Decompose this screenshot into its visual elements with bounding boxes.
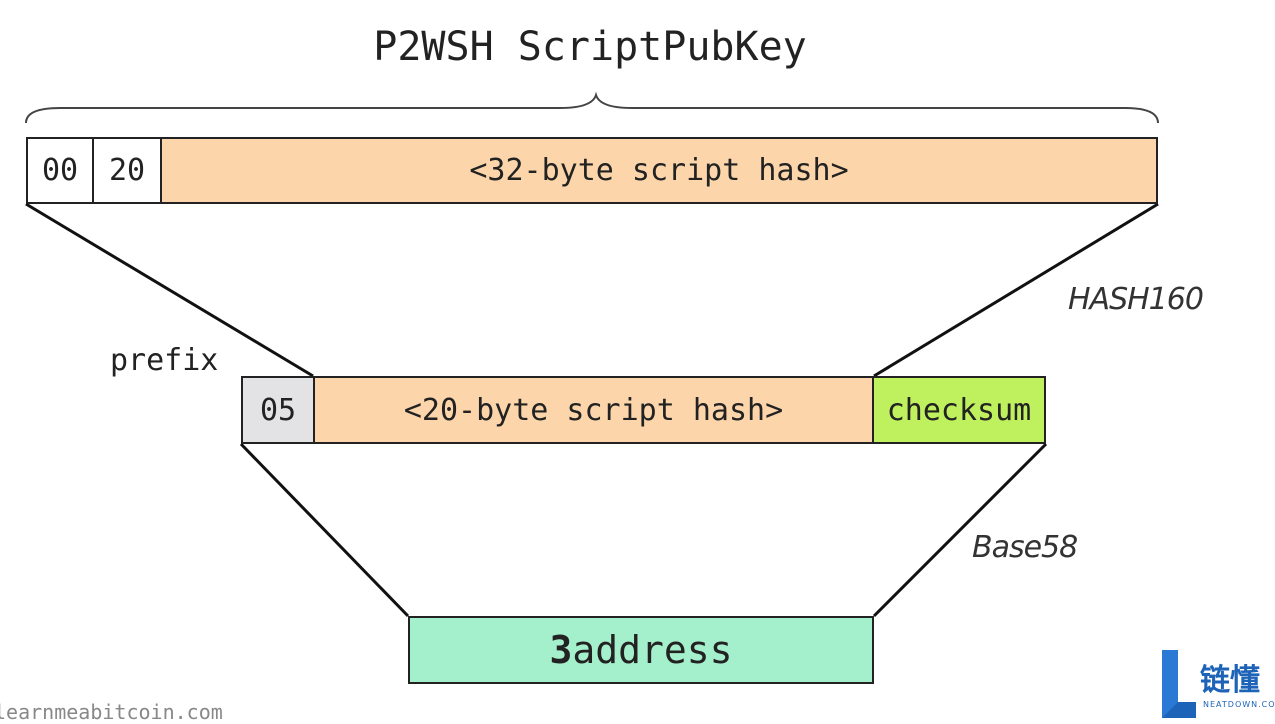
connector-left-upper bbox=[25, 202, 314, 378]
neatdown-logo-icon bbox=[1162, 650, 1196, 718]
connector-right-upper bbox=[873, 202, 1159, 378]
brace bbox=[25, 91, 1159, 124]
script-hash-20-cell: <20-byte script hash> bbox=[313, 376, 874, 444]
diagram-title: P2WSH ScriptPubKey bbox=[373, 24, 807, 70]
base58-label: Base58 bbox=[972, 530, 1078, 565]
checksum-cell: checksum bbox=[872, 376, 1046, 444]
prefix-label: prefix bbox=[110, 343, 219, 378]
script-hash-32-cell: <32-byte script hash> bbox=[160, 137, 1158, 204]
watermark-cn: 链懂 bbox=[1200, 663, 1260, 698]
hash160-label: HASH160 bbox=[1068, 282, 1204, 317]
connector-left-lower bbox=[239, 442, 410, 618]
byte-00-cell: 00 bbox=[26, 137, 94, 204]
watermark-en: NEATDOWN.COM bbox=[1203, 700, 1275, 709]
prefix-05-cell: 05 bbox=[241, 376, 315, 444]
address-rest: address bbox=[572, 628, 733, 672]
address-lead: 3 bbox=[549, 628, 573, 672]
byte-20-cell: 20 bbox=[92, 137, 162, 204]
connector-right-lower bbox=[872, 442, 1048, 618]
footer-credit: learnmeabitcoin.com bbox=[0, 700, 223, 724]
